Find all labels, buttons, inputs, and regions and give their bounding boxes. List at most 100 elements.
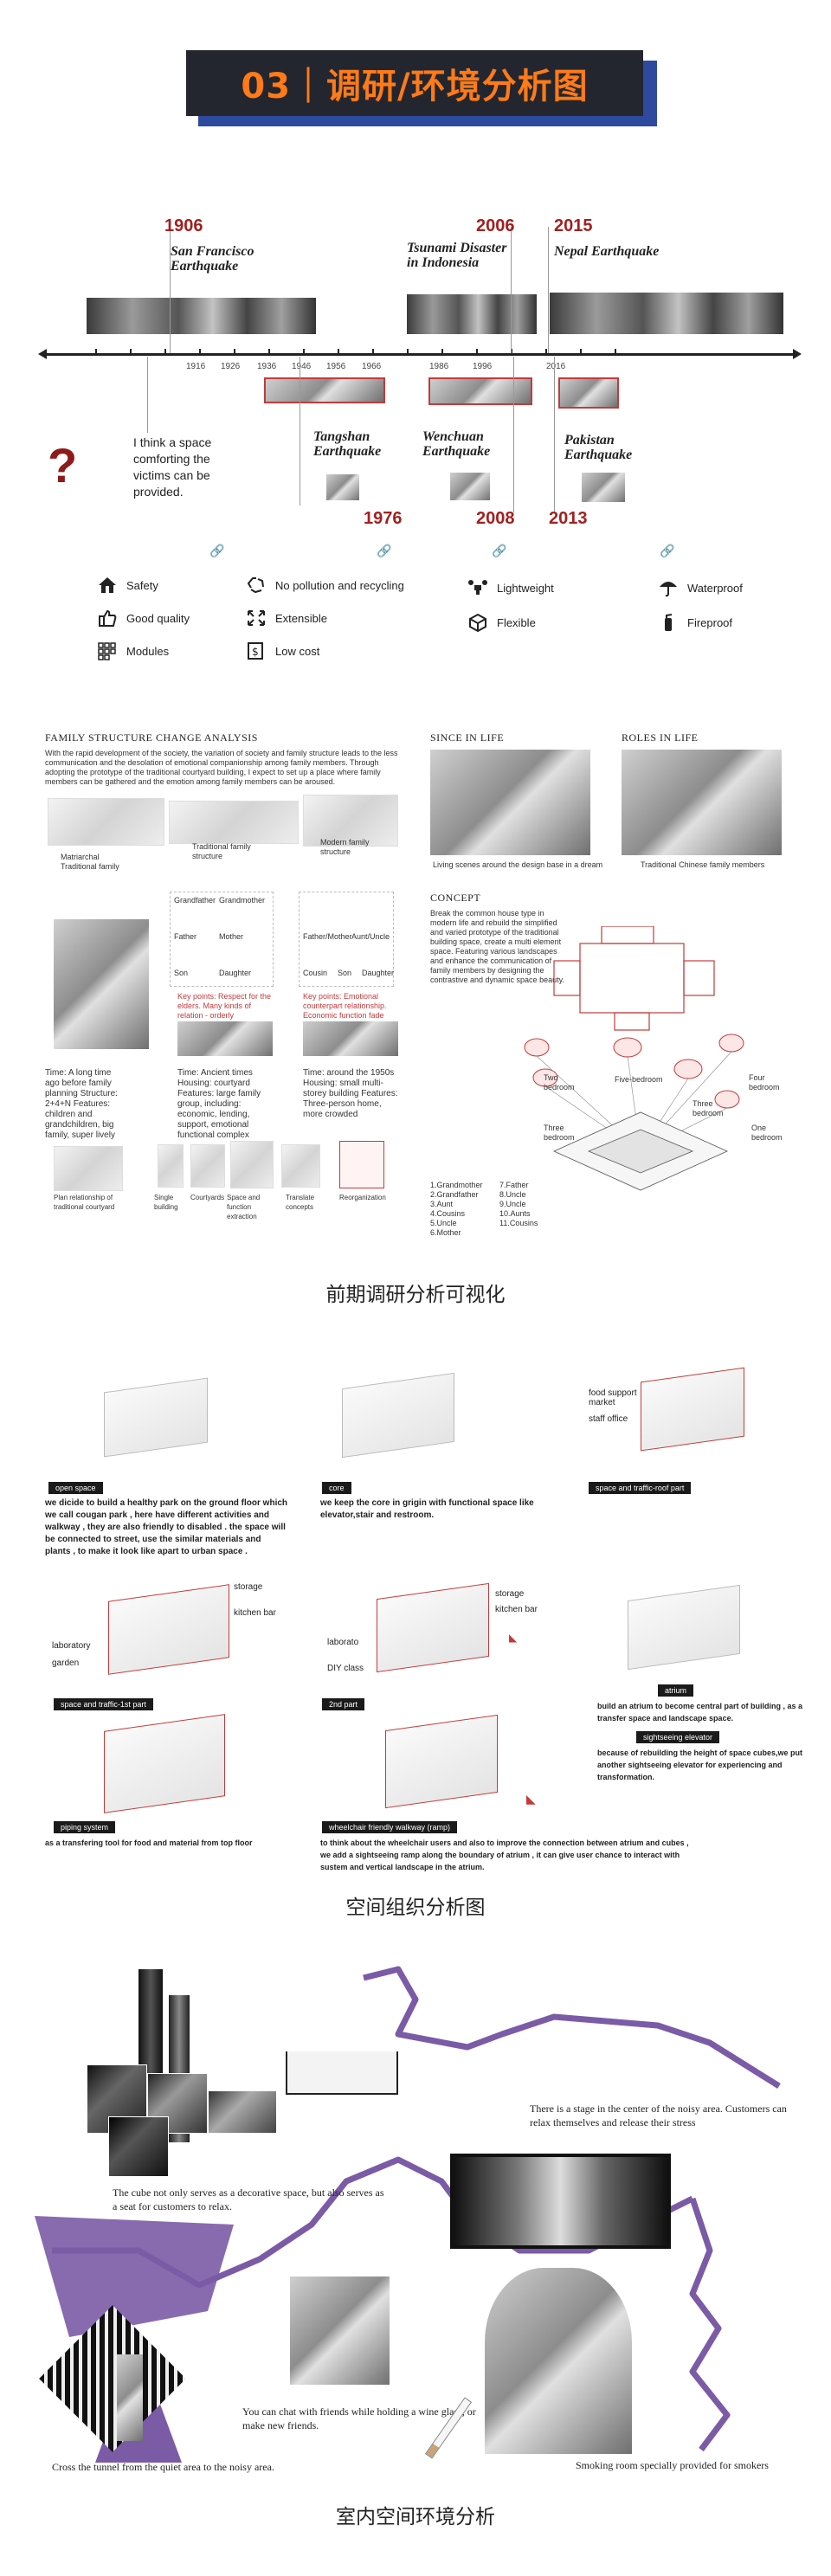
person-label: Grandfather <box>174 896 216 905</box>
event-title-line: Wenchuan <box>422 429 484 444</box>
axis-year-label: 1946 <box>292 362 312 371</box>
since-in-life-photos <box>430 750 590 855</box>
person-label: Daughter <box>362 969 395 977</box>
event-title-line: Tangshan <box>313 429 370 444</box>
traditional-house-sketch <box>48 798 164 846</box>
cube-block <box>208 2090 277 2134</box>
axo-second-floor <box>377 1582 489 1673</box>
roles-in-life-caption: Traditional Chinese family members <box>641 860 765 869</box>
plan-diagram <box>230 1141 274 1188</box>
atrium-text: build an atrium to become central part o… <box>597 1702 803 1723</box>
column-label: Matriarchal Traditional family <box>61 853 119 871</box>
member-item: 2.Grandfather <box>430 1190 479 1199</box>
courtyard-photo <box>177 1021 273 1056</box>
family-tree-modern: Father/Mother Aunt/Uncle Cousin Son Daug… <box>299 892 394 987</box>
feature-item: Fireproof <box>658 613 732 632</box>
member-item: 11.Cousins <box>499 1219 538 1227</box>
member-item: 8.Uncle <box>499 1190 526 1199</box>
axo-first-floor <box>108 1584 229 1675</box>
thumbs-up-icon <box>97 609 118 628</box>
axis-tick <box>130 349 132 356</box>
svg-text:$: $ <box>252 646 259 658</box>
time-description: Time: A long time ago before family plan… <box>45 1068 118 1140</box>
title-box: 03｜调研/环境分析图 <box>186 50 643 116</box>
column-label: Modern family structure <box>320 838 370 856</box>
member-item: 4.Cousins <box>430 1209 466 1218</box>
person-label: Father <box>174 932 197 941</box>
second-floor-label: kitchen bar <box>495 1605 538 1614</box>
event-title-line: in Indonesia <box>407 255 480 270</box>
bedroom-label: Two bedroom <box>544 1073 575 1092</box>
second-floor-label: storage <box>495 1589 525 1599</box>
axis-tick <box>580 349 582 356</box>
event-title-line: Pakistan <box>564 433 615 448</box>
feature-item: No pollution and recycling <box>246 576 404 595</box>
concept-diagram <box>524 926 744 1191</box>
open-space-text: we dicide to build a healthy park on the… <box>45 1498 288 1556</box>
event-line <box>548 227 549 353</box>
tunnel-text: Cross the tunnel from the quiet area to … <box>52 2461 274 2473</box>
plan-label: Reorganization <box>339 1194 386 1201</box>
member-item: 3.Aunt <box>430 1200 454 1208</box>
page-title: 03｜调研/环境分析图 <box>241 67 589 106</box>
feature-label: Fireproof <box>687 615 733 629</box>
axis-tick <box>199 349 201 356</box>
core-text: we keep the core in grigin with function… <box>320 1498 534 1520</box>
event-year: 1906 <box>164 216 203 235</box>
person-label: Son <box>338 969 352 977</box>
first-floor-label: laboratory <box>52 1641 91 1651</box>
second-floor-label: laborato <box>327 1638 359 1647</box>
axis-year-label: 1916 <box>186 362 206 371</box>
feature-item: Extensible <box>246 609 327 628</box>
feature-item: Flexible <box>467 613 536 633</box>
feature-label: Lightweight <box>497 581 554 595</box>
umbrella-icon <box>658 578 679 597</box>
caption-interior: 室内空间环境分析 <box>336 2506 495 2528</box>
plan-diagram <box>281 1144 320 1188</box>
question-text: I think a space comforting the victims c… <box>133 435 212 499</box>
time-description: Time: Ancient times Housing: courtyard F… <box>177 1068 261 1140</box>
second-floor-label: DIY class <box>327 1664 364 1673</box>
event-year: 2015 <box>554 216 593 235</box>
since-in-life-caption: Living scenes around the design base in … <box>433 860 603 869</box>
axo-atrium <box>628 1584 740 1671</box>
event-photo <box>264 377 385 403</box>
event-title-line: Tsunami Disaster <box>407 241 507 255</box>
axis-year-label: 1996 <box>473 362 493 371</box>
roof-outline-illustration <box>286 2051 398 2095</box>
bedroom-label: Three bedroom <box>544 1124 575 1142</box>
chat-text: You can chat with friends while holding … <box>242 2405 476 2431</box>
roles-in-life-photos <box>622 750 782 855</box>
person-label: Grandmother <box>219 896 266 905</box>
event-year: 2006 <box>476 216 515 235</box>
axis-tick <box>164 349 166 356</box>
caption-research: 前期调研分析可视化 <box>325 1284 506 1306</box>
person-label: Aunt/Uncle <box>351 932 390 941</box>
roof-label: staff office <box>589 1414 628 1424</box>
link-icon: 🔗 <box>377 544 392 557</box>
event-photo <box>582 473 625 502</box>
question-mark-icon: ? <box>48 438 78 493</box>
concept-text: Break the common house type in modern li… <box>430 909 564 984</box>
event-title: Pakistan Earthquake <box>564 433 632 462</box>
courtyard-sketch <box>169 801 299 844</box>
plan-label: Space and function extraction <box>227 1194 261 1220</box>
axis-tick <box>268 349 270 356</box>
bedroom-label: Three bedroom <box>692 1099 724 1117</box>
members-list: 1.Grandmother 7.Father 2.Grandfather 8.U… <box>430 1181 569 1238</box>
modules-grid-icon <box>97 641 118 660</box>
axis-arrow-right <box>793 349 802 359</box>
family-collage-image <box>54 919 149 1049</box>
plan-diagram <box>158 1144 184 1188</box>
link-icon: 🔗 <box>660 544 675 557</box>
event-title: Nepal Earthquake <box>554 244 659 259</box>
axis-tick <box>372 349 374 356</box>
section-title-block: 03｜调研/环境分析图 <box>186 50 657 126</box>
event-title-line: Earthquake <box>564 448 633 462</box>
bedroom-label: Four bedroom <box>749 1073 780 1092</box>
cube-icon <box>467 613 488 633</box>
tag-open-space: open space <box>48 1482 103 1494</box>
concept-title: CONCEPT <box>430 892 481 904</box>
people-chatting-photo <box>290 2277 390 2385</box>
link-icon: 🔗 <box>492 544 507 557</box>
